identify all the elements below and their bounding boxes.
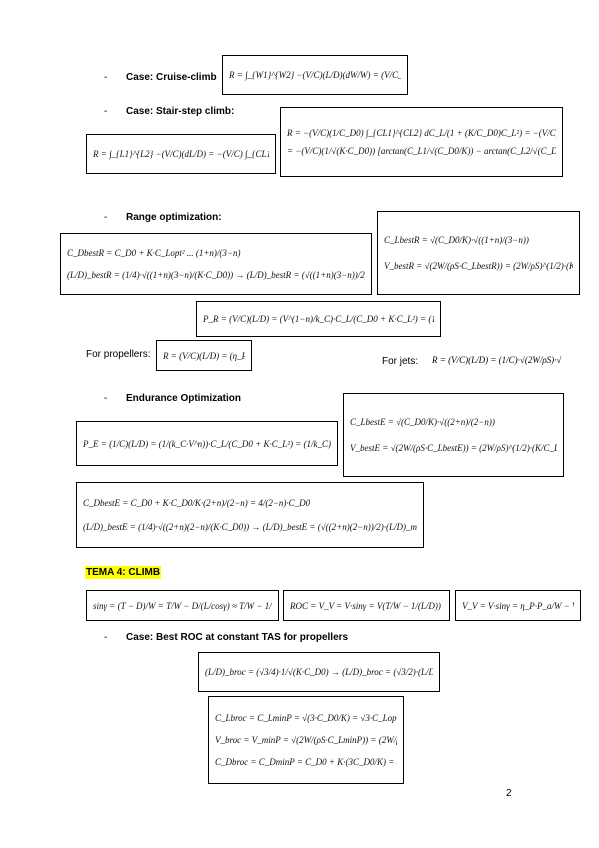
- equation-line: P_R = (V/C)(L/D) = (V^(1−n)/k_C)·C_L/(C_…: [203, 314, 434, 324]
- equation-best-roc-ld: (L/D)_broc = (√3/4)·1/√(K·C_D0) → (L/D)_…: [198, 652, 440, 692]
- page-number: 2: [506, 788, 512, 799]
- equation-stair-step-right: R = −(V/C)(1/C_D0) ∫_{CL1}^{CL2} dC_L/(1…: [280, 107, 563, 177]
- equation-line: V_bestR = √(2W/(ρS·C_LbestR)) = (2W/ρS)^…: [384, 261, 573, 271]
- equation-line: (L/D)_bestE = (1/4)·√((2+n)(2−n)/(K·C_D0…: [83, 522, 417, 532]
- equation-range-left: C_DbestR = C_D0 + K·C_Lopt² ... (1+n)/(3…: [60, 233, 372, 295]
- label-for-propellers: For propellers:: [86, 349, 151, 360]
- equation-cruise-climb: R = ∫_{W1}^{W2} −(V/C)(L/D)(dW/W) = (V/C…: [222, 55, 408, 95]
- heading-range-optimization: -Range optimization:: [104, 212, 222, 223]
- equation-stair-step-left: R = ∫_{L1}^{L2} −(V/C)(dL/D) = −(V/C) ∫_…: [86, 134, 276, 174]
- equation-line: C_LbestE = √(C_D0/K)·√((2+n)/(2−n)): [350, 417, 495, 427]
- equation-line: P_E = (1/C)(L/D) = (1/(k_C·V^n))·C_L/(C_…: [83, 438, 331, 449]
- equation-jets: R = (V/C)(L/D) = (1/C)·√(2W/ρS)·√C_L/C_D: [432, 355, 562, 365]
- heading-cruise-climb-text: Case: Cruise-climb: [126, 72, 217, 83]
- equation-climb-sin-gamma: sinγ = (T − D)/W = T/W − D/(L/cosγ) ≈ T/…: [86, 590, 279, 621]
- section-title-tema-4: TEMA 4: CLIMB: [85, 566, 162, 579]
- equation-line: C_DbestE = C_D0 + K·C_D0/K·(2+n)/(2−n) =…: [83, 498, 311, 508]
- equation-line: R = ∫_{L1}^{L2} −(V/C)(dL/D) = −(V/C) ∫_…: [93, 149, 269, 159]
- equation-climb-roc: ROC = V_V = V·sinγ = V(T/W − 1/(L/D)): [283, 590, 450, 621]
- heading-endurance-optimization: -Endurance Optimization: [104, 393, 242, 404]
- equation-line: V_broc = V_minP = √(2W/(ρS·C_LminP)) = (…: [215, 735, 397, 745]
- equation-line: C_DbestR = C_D0 + K·C_Lopt² ... (1+n)/(3…: [67, 248, 241, 258]
- heading-stair-step: -Case: Stair-step climb:: [104, 106, 235, 117]
- equation-endurance-bottom: C_DbestE = C_D0 + K·C_D0/K·(2+n)/(2−n) =…: [76, 482, 424, 548]
- equation-line: R = −(V/C)(1/C_D0) ∫_{CL1}^{CL2} dC_L/(1…: [287, 128, 556, 138]
- equation-range-right: C_LbestR = √(C_D0/K)·√((1+n)/(3−n)) V_be…: [377, 211, 580, 295]
- heading-cruise-climb: -Case: Cruise-climb: [104, 72, 217, 83]
- equation-line: = −(V/C)(1/√(K·C_D0)) [arctan(C_L1/√(C_D…: [287, 146, 556, 156]
- equation-line: ROC = V_V = V·sinγ = V(T/W − 1/(L/D)): [290, 600, 441, 611]
- heading-best-roc: -Case: Best ROC at constant TAS for prop…: [104, 632, 349, 643]
- equation-line: V_V = V·sinγ = η_P·P_a/W − V/(L/D): [462, 600, 574, 611]
- equation-best-roc-cl-v-cd: C_Lbroc = C_LminP = √(3·C_D0/K) = √3·C_L…: [208, 696, 404, 784]
- label-for-jets: For jets:: [382, 356, 419, 367]
- equation-line: C_LbestR = √(C_D0/K)·√((1+n)/(3−n)): [384, 235, 529, 245]
- equation-line: C_Dbroc = C_DminP = C_D0 + K·(3C_D0/K) =…: [215, 757, 397, 767]
- equation-propellers: R = (V/C)(L/D) = (η_P/C_power)(L/D): [156, 340, 252, 371]
- equation-range-mid: P_R = (V/C)(L/D) = (V^(1−n)/k_C)·C_L/(C_…: [196, 301, 441, 337]
- equation-line: (L/D)_bestR = (1/4)·√((1+n)(3−n)/(K·C_D0…: [67, 270, 365, 280]
- equation-line: R = ∫_{W1}^{W2} −(V/C)(L/D)(dW/W) = (V/C…: [229, 70, 401, 80]
- equation-line: sinγ = (T − D)/W = T/W − D/(L/cosγ) ≈ T/…: [93, 600, 272, 611]
- equation-endurance-right: C_LbestE = √(C_D0/K)·√((2+n)/(2−n)) V_be…: [343, 393, 564, 477]
- equation-climb-vv: V_V = V·sinγ = η_P·P_a/W − V/(L/D): [455, 590, 581, 621]
- equation-line: C_Lbroc = C_LminP = √(3·C_D0/K) = √3·C_L…: [215, 713, 397, 723]
- equation-endurance-left: P_E = (1/C)(L/D) = (1/(k_C·V^n))·C_L/(C_…: [76, 421, 338, 466]
- equation-line: R = (V/C)(L/D) = (η_P/C_power)(L/D): [163, 350, 245, 361]
- equation-line: (L/D)_broc = (√3/4)·1/√(K·C_D0) → (L/D)_…: [205, 667, 433, 677]
- equation-line: V_bestE = √(2W/(ρS·C_LbestE)) = (2W/ρS)^…: [350, 443, 557, 453]
